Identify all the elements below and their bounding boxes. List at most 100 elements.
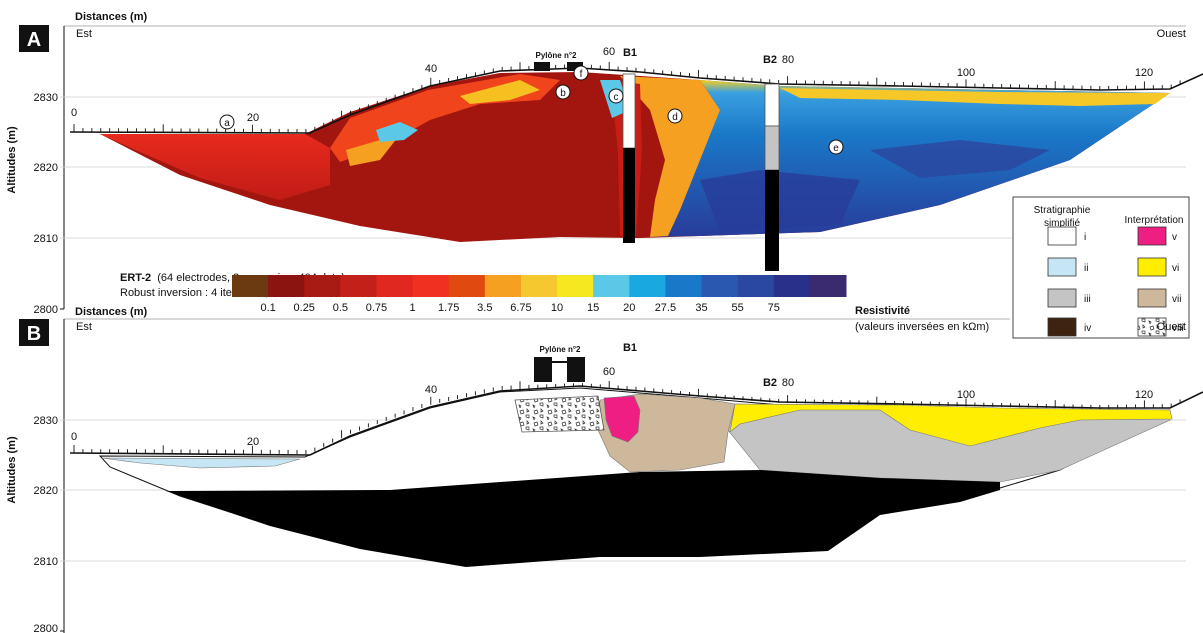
colorbar-swatch	[448, 275, 486, 297]
legend-strat-title-line1: Stratigraphie	[1034, 205, 1091, 216]
resistivity-colorbar	[232, 275, 847, 297]
panel-a-x-axis-title: Distances (m)	[75, 11, 147, 23]
panel-b-borehole-b2-label: B2	[763, 377, 777, 389]
colorbar-label: 55	[732, 302, 744, 314]
panel-b-alt-label: 2800	[34, 623, 58, 633]
panel-b-electrode-ticks	[73, 380, 1181, 454]
unit-ii-light-blue	[101, 457, 301, 469]
panel-b-alt-label: 2820	[34, 485, 58, 497]
legend: Stratigraphie simplifié Interprétation i…	[1012, 196, 1190, 339]
panel-a-y-axis-title: Altitudes (m)	[6, 126, 18, 194]
colorbar-swatch	[773, 275, 811, 297]
zone-marker-f	[573, 65, 589, 81]
unit-viii-backfill	[514, 395, 605, 433]
legend-strat-swatch	[1047, 317, 1077, 337]
zone-letter: b	[560, 88, 566, 99]
unit-vi-yellow	[729, 403, 1173, 447]
panel-a-letter-box	[19, 25, 49, 52]
panel-b-dist-label: 120	[1135, 389, 1153, 401]
panel-b-left-label: Est	[76, 321, 92, 333]
panel-b-letter: B	[27, 323, 41, 345]
zone-marker-d	[667, 108, 683, 124]
ert-title: ERT-2	[120, 272, 151, 284]
legend-interp-swatch	[1137, 288, 1167, 308]
panel-b-y-axis-title: Altitudes (m)	[6, 436, 18, 504]
colorbar-label: 20	[623, 302, 635, 314]
colorbar-swatch	[412, 275, 450, 297]
panel-a: A Distances (m) Est Ouest Altitudes (m) …	[6, 11, 1203, 333]
colorbar-label: 27.5	[655, 302, 676, 314]
colorbar-swatch	[737, 275, 775, 297]
panel-a-electrode-ticks	[73, 61, 1181, 133]
colorbar-label: 0.75	[366, 302, 387, 314]
unit-v-pink	[603, 395, 641, 443]
legend-interp-code: vi	[1172, 263, 1179, 274]
section-blue-lens	[376, 122, 418, 142]
colorbar-swatch	[665, 275, 703, 297]
colorbar-swatch	[484, 275, 522, 297]
colorbar-swatch	[593, 275, 630, 297]
panel-a-borehole-b1-label: B1	[623, 47, 637, 59]
legend-strat-code: i	[1084, 232, 1086, 243]
panel-b-dist-label: 60	[603, 366, 615, 378]
section-deep-blue-patch	[870, 140, 1050, 178]
legend-strat-code: iv	[1084, 323, 1091, 334]
unit-iv-dark	[166, 470, 1000, 567]
panel-b: B Distances (m) Est Ouest Altitudes (m) …	[6, 306, 1203, 633]
panel-a-alt-label: 2810	[34, 233, 58, 245]
section-east-shallow	[100, 134, 330, 200]
panel-a-dist-label: 100	[957, 67, 975, 79]
panel-a-dist-label: 120	[1135, 67, 1153, 79]
panel-a-dist-label: 0	[71, 107, 77, 119]
colorbar-title: Resistivité	[855, 305, 910, 317]
pylon-foot-left	[534, 62, 550, 71]
panel-a-dist-label: 80	[782, 54, 794, 66]
panel-b-dist-label: 100	[957, 389, 975, 401]
colorbar-label: 35	[695, 302, 707, 314]
legend-interp-swatch	[1137, 257, 1167, 277]
legend-interp-swatch	[1137, 317, 1167, 337]
colorbar-swatch	[376, 275, 414, 297]
colorbar-label: 1.75	[438, 302, 459, 314]
panel-a-dist-label: 60	[603, 46, 615, 58]
colorbar-label: 3.5	[477, 302, 492, 314]
panel-a-letter: A	[27, 29, 41, 51]
borehole-b2-middle	[764, 125, 780, 171]
panel-a-alt-label: 2820	[34, 162, 58, 174]
interpreted-section	[98, 387, 1173, 567]
legend-interp-swatch	[1137, 226, 1167, 246]
pylon-foot-right	[567, 62, 583, 71]
panel-a-pylon-label: Pylône n°2	[536, 51, 578, 60]
panel-b-right-label: Ouest	[1157, 321, 1186, 333]
legend-interp-code: viii	[1172, 323, 1184, 334]
legend-strat-swatch	[1047, 257, 1077, 277]
panel-b-dist-label: 20	[247, 436, 259, 448]
colorbar-label: 0.5	[333, 302, 348, 314]
panel-a-left-label: Est	[76, 28, 92, 40]
colorbar-swatch	[232, 275, 269, 297]
colorbar-label: 0.1	[260, 302, 275, 314]
legend-interp-title: Interprétation	[1125, 215, 1184, 226]
panel-b-borehole-b1-label: B1	[623, 342, 637, 354]
panel-b-letter-box	[19, 319, 49, 346]
colorbar-swatch	[304, 275, 341, 297]
panel-b-dist-label: 40	[425, 384, 437, 396]
colorbar-swatch	[557, 275, 594, 297]
zone-marker-c	[608, 88, 624, 104]
panel-b-alt-label: 2830	[34, 415, 58, 427]
legend-strat-code: ii	[1084, 263, 1088, 274]
zone-letter: a	[224, 118, 230, 129]
panel-b-topography	[69, 385, 1203, 456]
borehole-b2-upper	[764, 83, 780, 127]
zone-letter: e	[833, 143, 839, 154]
colorbar-swatch	[809, 275, 847, 297]
section-west-top-yellow	[780, 88, 1170, 106]
panel-a-borehole-b2-label: B2	[763, 54, 777, 66]
colorbar-swatch	[701, 275, 739, 297]
colorbar-label: 6.75	[510, 302, 531, 314]
legend-strat-code: iii	[1084, 294, 1091, 305]
panel-b-pylon-label: Pylône n°2	[540, 345, 582, 354]
